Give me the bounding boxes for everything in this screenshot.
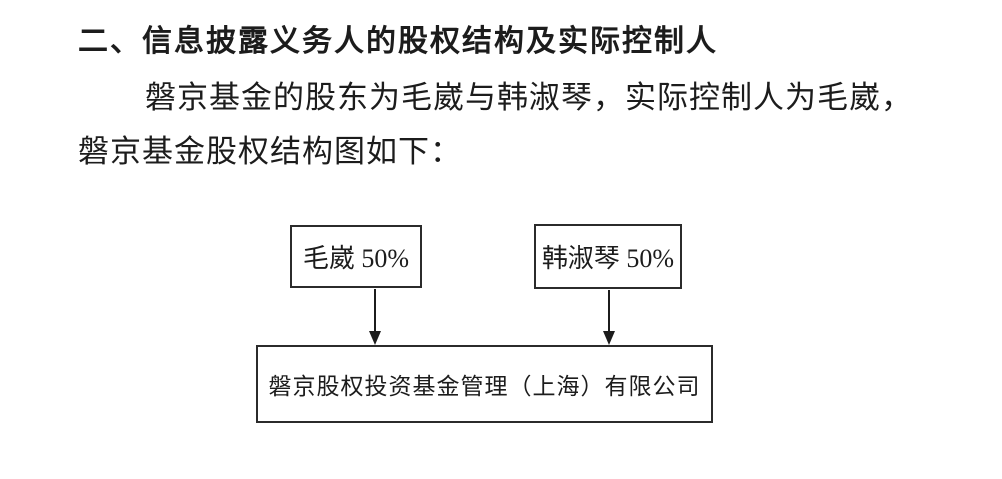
- shareholder-box-han-shuqin: 韩淑琴 50%: [534, 224, 682, 289]
- arrow-down-right: [603, 290, 615, 345]
- shareholder-label: 韩淑琴 50%: [541, 244, 675, 273]
- shareholder-label: 毛崴 50%: [302, 244, 410, 273]
- section-heading: 二、信息披露义务人的股权结构及实际控制人: [78, 25, 718, 58]
- shareholder-box-mao-wei: 毛崴 50%: [290, 225, 422, 288]
- paragraph-line-2: 磐京基金股权结构图如下：: [78, 134, 462, 169]
- paragraph-line-1: 磐京基金的股东为毛崴与韩淑琴，实际控制人为毛崴，: [145, 80, 913, 115]
- company-label: 磐京股权投资基金管理（上海）有限公司: [268, 374, 701, 399]
- company-box: 磐京股权投资基金管理（上海）有限公司: [256, 345, 713, 423]
- arrow-down-left: [369, 289, 381, 345]
